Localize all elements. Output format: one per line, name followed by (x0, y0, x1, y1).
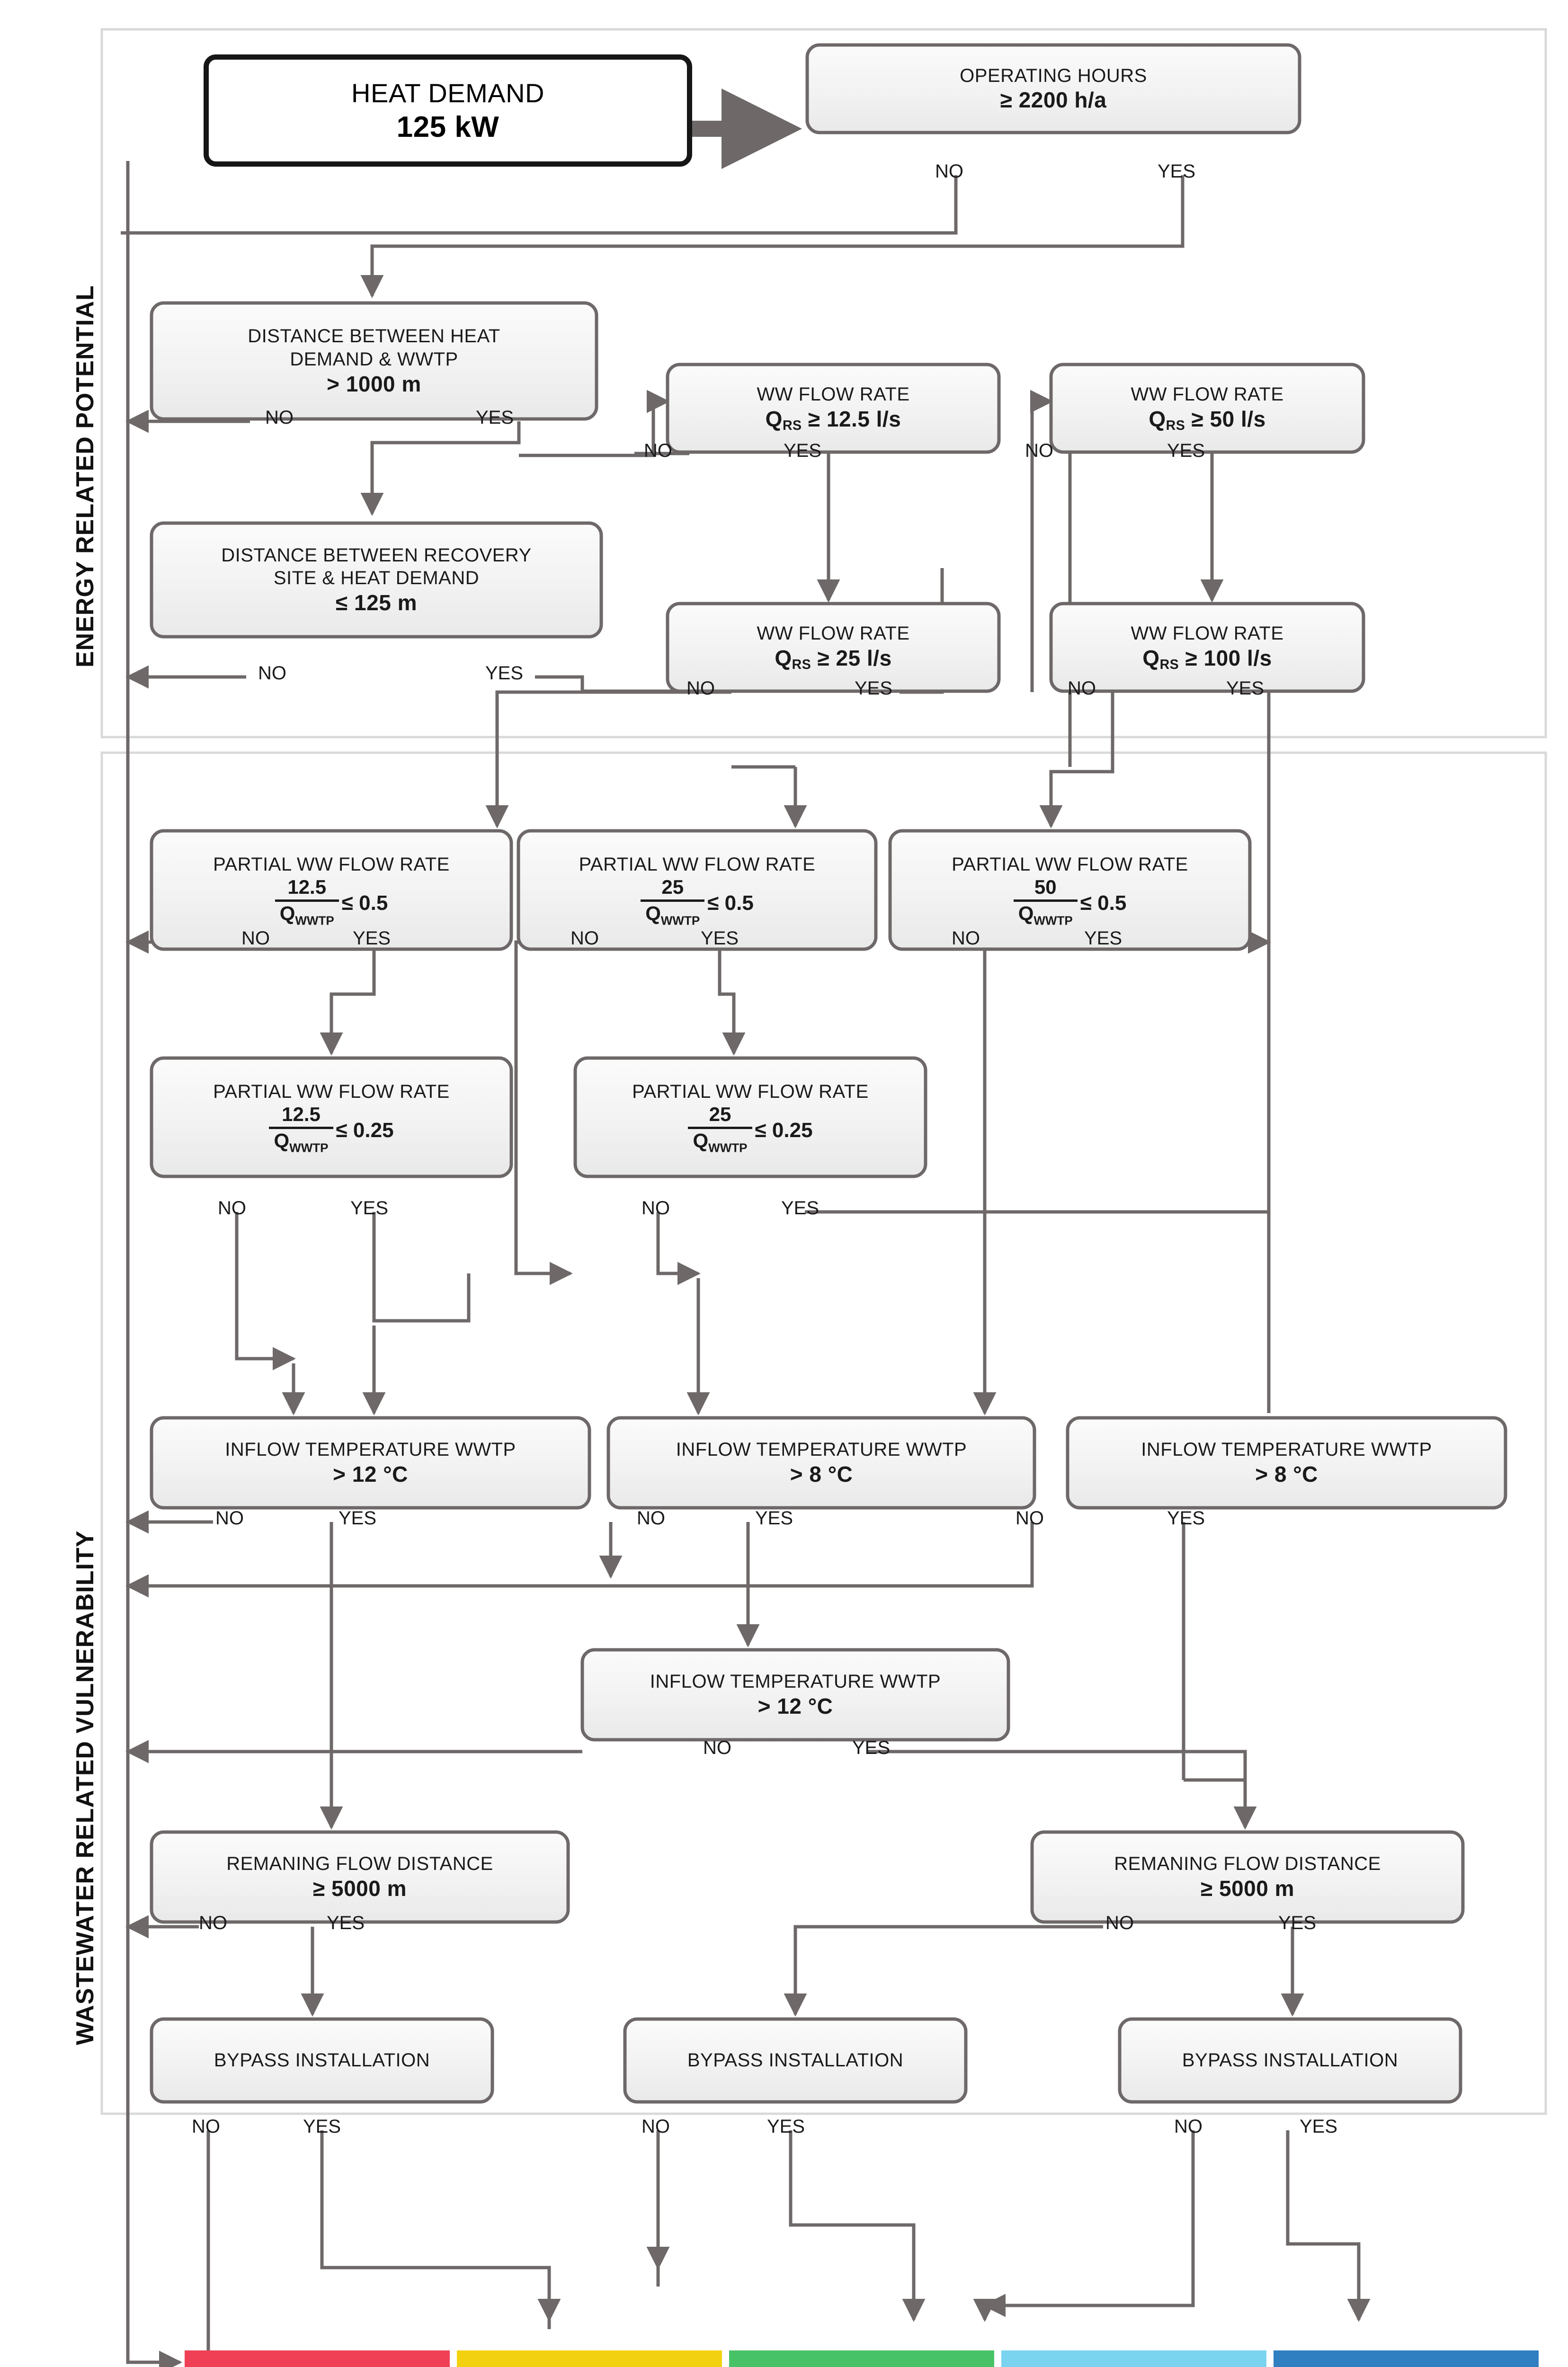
edge-label-yes: YES (1167, 1508, 1205, 1529)
section-label-wastewater: WASTEWATER RELATED VULNERABILITY (71, 1530, 99, 2045)
edge-label-yes: YES (767, 2116, 805, 2137)
edge-label-no: NO (218, 1198, 246, 1219)
result-very-suitable[interactable]: very suitable (1001, 2350, 1266, 2367)
edge-label-no: NO (258, 663, 286, 684)
node-shapes (150, 43, 1507, 2104)
edge-label-yes: YES (350, 1198, 389, 1219)
edge-label-yes: YES (485, 663, 524, 684)
edge-label-yes: YES (1226, 678, 1265, 699)
edge-label-no: NO (952, 928, 980, 949)
result-less-suitable[interactable]: less suitable (457, 2350, 722, 2367)
edge-label-yes: YES (339, 1508, 377, 1529)
edge-label-yes: YES (781, 1198, 820, 1219)
edge-label-no: NO (199, 1913, 227, 1933)
edge-label-no: NO (1016, 1508, 1044, 1529)
edge-label-no: NO (215, 1508, 244, 1529)
edge-label-yes: YES (755, 1508, 793, 1529)
edge-label-yes: YES (1167, 440, 1205, 461)
result-not-suitable[interactable]: not suitable (185, 2350, 450, 2367)
edge-label-yes: YES (855, 678, 893, 699)
edge-label-yes: YES (476, 407, 514, 428)
start-line1: HEAT DEMAND (351, 78, 544, 108)
edge-label-no: NO (644, 440, 672, 461)
edge-label-no: NO (570, 928, 599, 949)
edge-label-yes: YES (1278, 1913, 1317, 1933)
edge-label-no: NO (1174, 2116, 1203, 2137)
edge-label-no: NO (1025, 440, 1053, 461)
edge-label-no: NO (1068, 678, 1096, 699)
edge-label-yes: YES (701, 928, 739, 949)
start-line2: 125 kW (396, 110, 499, 143)
edge-label-no: NO (641, 1198, 670, 1219)
edge-label-no: NO (192, 2116, 220, 2137)
edge-label-no: NO (641, 2116, 670, 2137)
edge-label-no: NO (703, 1737, 731, 1758)
edge-label-yes: YES (1084, 928, 1123, 949)
section-label-energy: ENERGY RELATED POTENTIAL (71, 285, 99, 667)
edge-label-no: NO (1105, 1913, 1134, 1933)
edge-label-no: NO (637, 1508, 665, 1529)
edge-label-yes: YES (1158, 161, 1196, 182)
edge-label-yes: YES (303, 2116, 341, 2137)
start-node-heat-demand[interactable]: HEAT DEMAND 125 kW (204, 54, 692, 167)
edge-label-yes: YES (784, 440, 822, 461)
edge-label-no: NO (265, 407, 294, 428)
edge-label-no: NO (686, 678, 715, 699)
section-frames (100, 28, 1547, 2115)
edge-label-no: NO (935, 161, 963, 182)
result-suitable[interactable]: suitable (729, 2350, 994, 2367)
edge-label-yes: YES (353, 928, 391, 949)
edge-label-no: NO (241, 928, 270, 949)
edge-label-yes: YES (327, 1913, 365, 1933)
edge-label-yes: YES (852, 1737, 891, 1758)
result-most-suitable[interactable]: most suitable (1274, 2350, 1539, 2367)
edge-label-yes: YES (1300, 2116, 1338, 2137)
